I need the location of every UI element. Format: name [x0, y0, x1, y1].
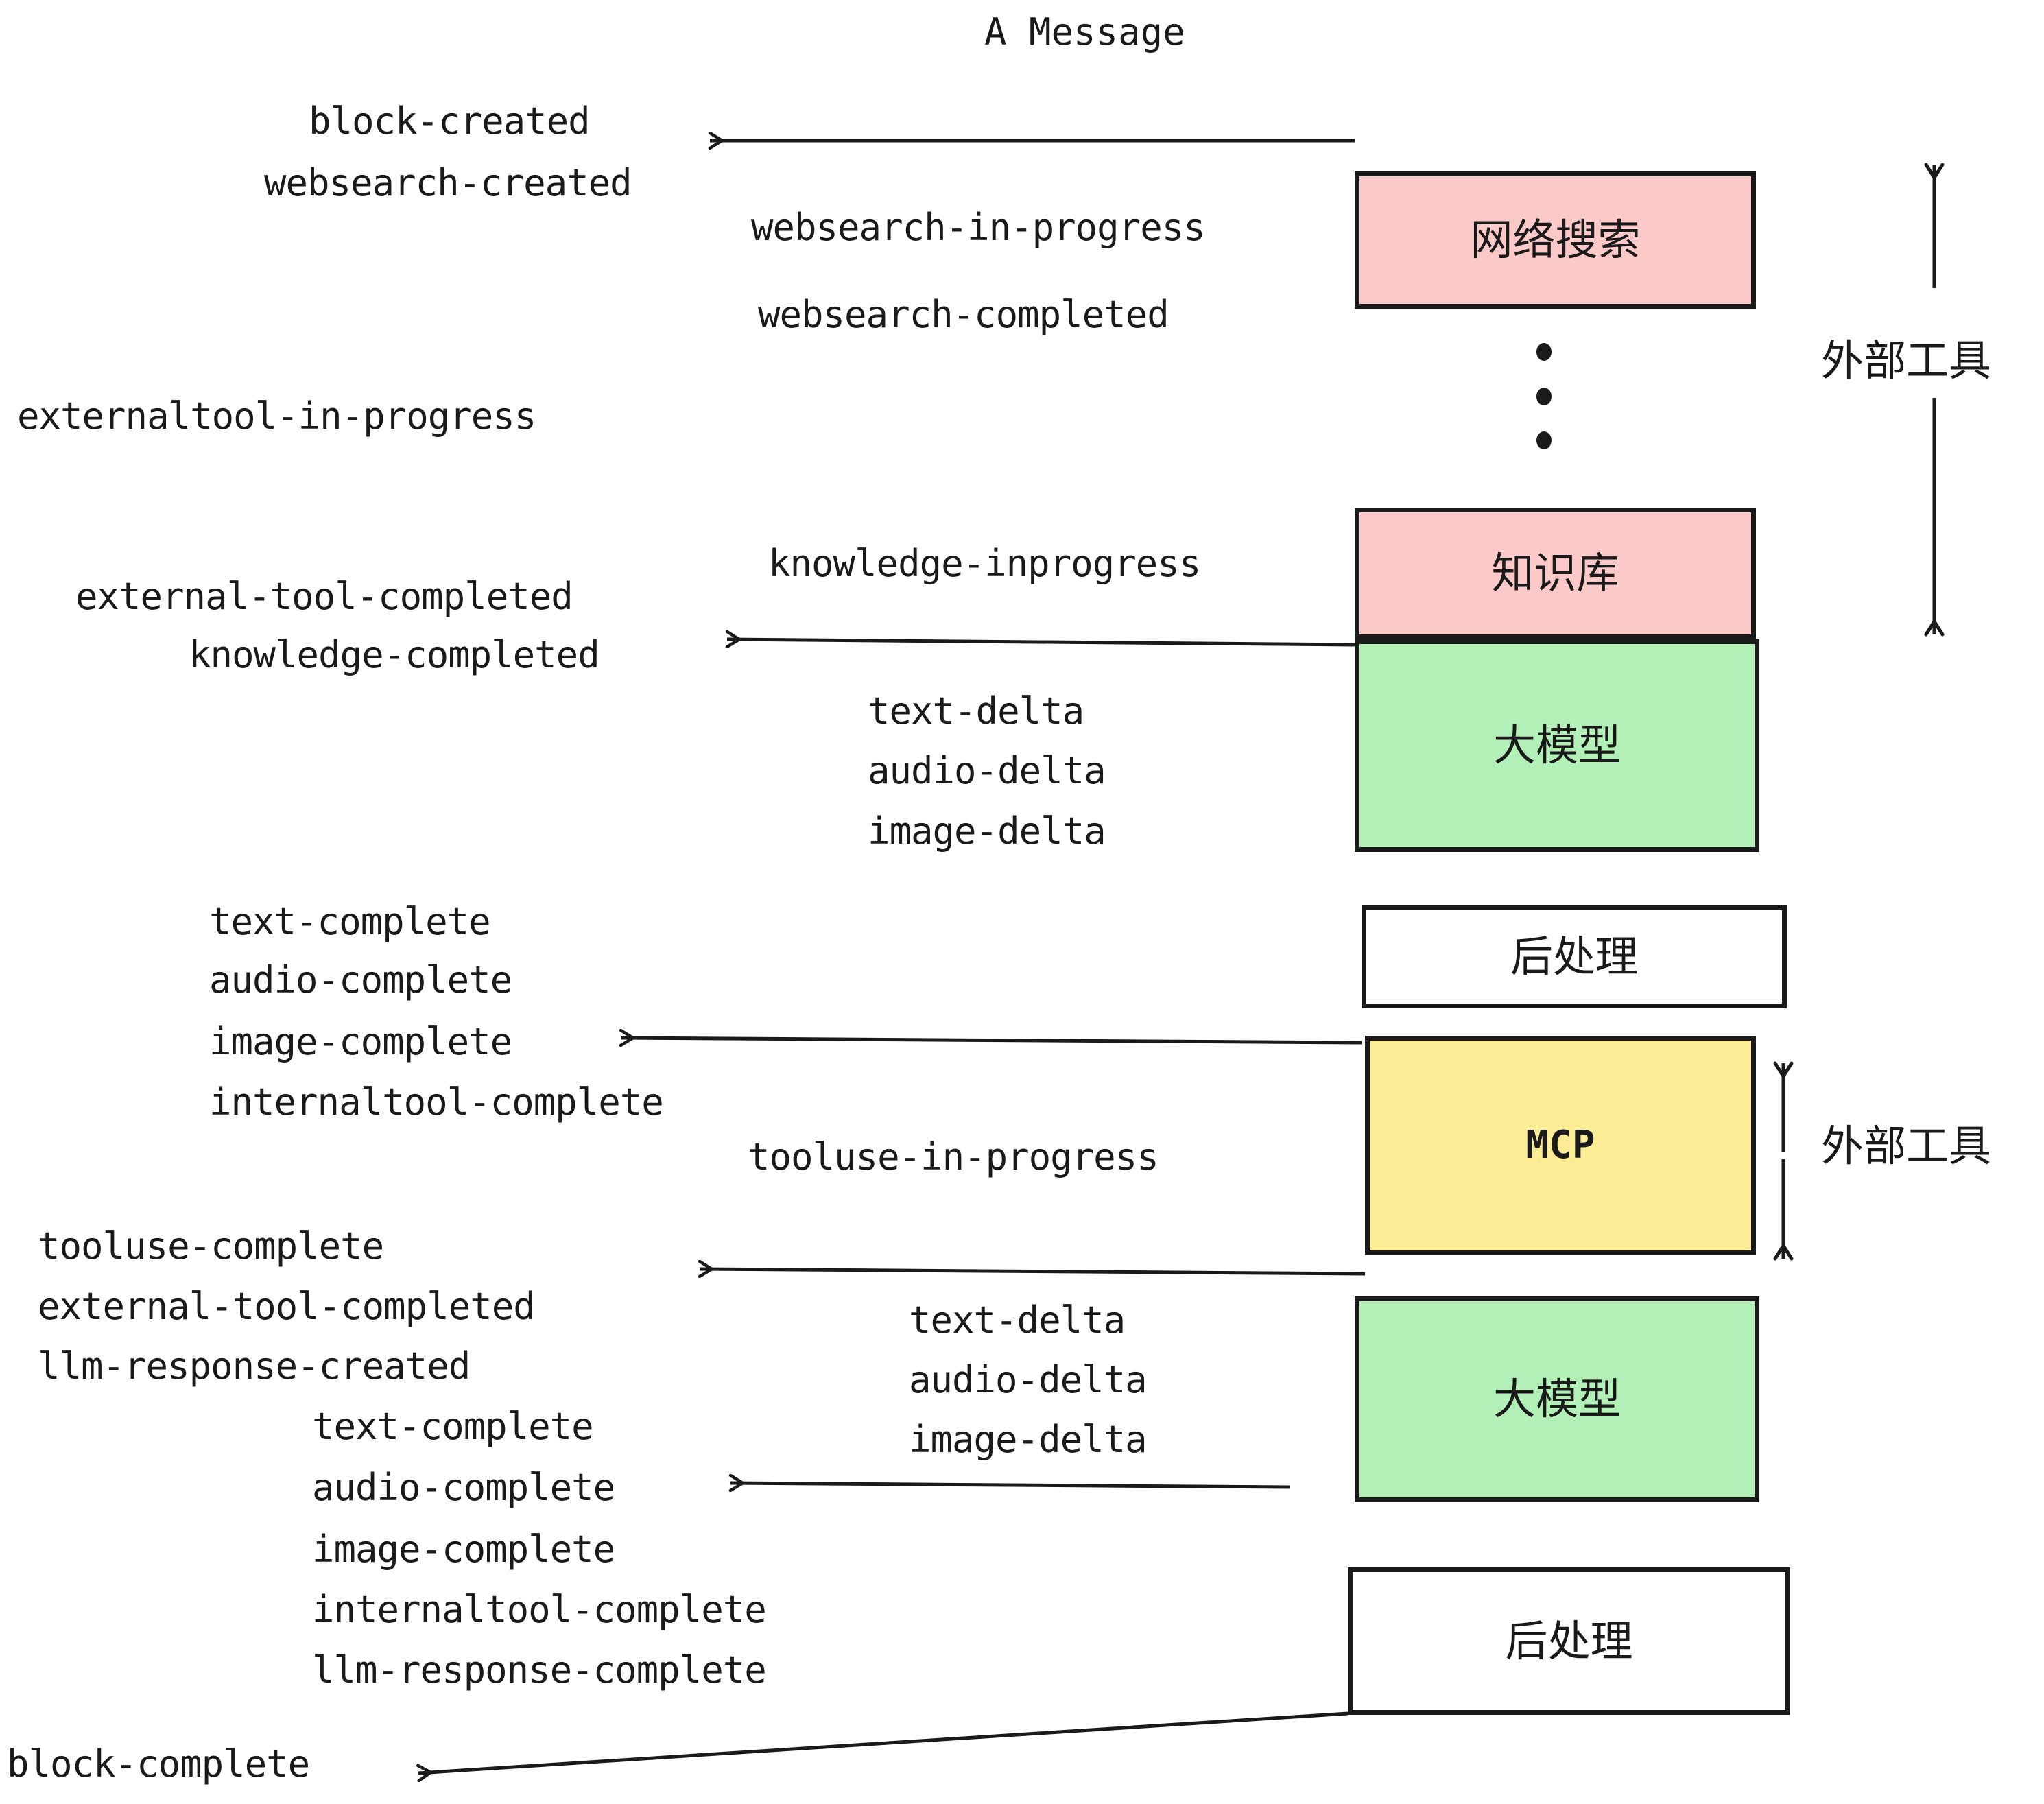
event-label-llm-response-complete: llm-response-complete	[312, 1648, 767, 1692]
event-label-image-complete-1: image-complete	[209, 1020, 512, 1063]
event-label-knowledge-inprogress: knowledge-inprogress	[768, 542, 1201, 585]
arrow-tooluse-complete	[700, 1269, 1366, 1274]
event-label-websearch-created: websearch-created	[264, 161, 632, 204]
node-box-llm-2: 大模型	[1355, 1296, 1759, 1502]
event-label-audio-delta-2: audio-delta	[909, 1358, 1148, 1401]
node-box-knowledge: 知识库	[1355, 508, 1756, 639]
ellipsis-dot	[1536, 343, 1552, 361]
event-label-text-complete-2: text-complete	[312, 1405, 594, 1448]
arrow-block-complete	[418, 1711, 1348, 1773]
event-label-block-created: block-created	[309, 99, 591, 143]
flow-arrow-group	[418, 141, 1366, 1773]
node-label-llm-2: 大模型	[1493, 1374, 1621, 1424]
arrow-knowledge-done	[727, 639, 1355, 645]
arrow-audio-complete	[730, 1483, 1290, 1487]
event-label-image-delta-2: image-delta	[909, 1418, 1148, 1461]
node-label-mcp: MCP	[1525, 1123, 1595, 1167]
page-title: A Message	[984, 10, 1185, 54]
node-label-llm-1: 大模型	[1493, 720, 1621, 770]
event-label-audio-complete-2: audio-complete	[312, 1466, 615, 1509]
event-label-image-delta-1: image-delta	[868, 809, 1106, 853]
node-label-postprocess-2: 后处理	[1505, 1615, 1633, 1666]
event-label-knowledge-completed: knowledge-completed	[189, 633, 600, 676]
node-box-websearch: 网络搜索	[1355, 171, 1756, 309]
event-label-image-complete-2: image-complete	[312, 1528, 615, 1571]
node-label-websearch: 网络搜索	[1470, 215, 1641, 265]
event-label-external-tool-completed-2: external-tool-completed	[38, 1285, 536, 1328]
event-label-externaltool-in-progress: externaltool-in-progress	[17, 394, 536, 438]
group-label-external-tool-bottom: 外部工具	[1821, 1121, 1992, 1171]
group-label-external-tool-top: 外部工具	[1821, 335, 1992, 385]
node-box-llm-1: 大模型	[1355, 639, 1759, 852]
event-label-tooluse-complete: tooluse-complete	[38, 1224, 384, 1268]
event-label-text-delta-2: text-delta	[909, 1298, 1126, 1342]
vertical-ellipsis-icon	[1536, 343, 1552, 449]
event-label-internaltool-complete-2: internaltool-complete	[312, 1588, 767, 1631]
node-label-knowledge: 知识库	[1491, 548, 1619, 598]
ellipsis-dot	[1536, 387, 1552, 405]
node-label-postprocess-1: 后处理	[1510, 931, 1638, 982]
event-label-websearch-completed: websearch-completed	[758, 293, 1169, 336]
event-label-audio-delta-1: audio-delta	[868, 749, 1106, 792]
arrow-image-complete	[621, 1038, 1362, 1043]
event-label-tooluse-in-progress: tooluse-in-progress	[748, 1135, 1159, 1178]
event-label-websearch-in-progress: websearch-in-progress	[751, 206, 1206, 249]
event-label-external-tool-completed-1: external-tool-completed	[75, 575, 573, 618]
node-box-postprocess-1: 后处理	[1362, 905, 1787, 1008]
event-label-text-complete-1: text-complete	[209, 900, 491, 943]
event-label-internaltool-complete-1: internaltool-complete	[209, 1080, 664, 1124]
event-label-block-complete: block-complete	[7, 1742, 310, 1785]
ellipsis-dot	[1536, 431, 1552, 449]
event-label-text-delta-1: text-delta	[868, 689, 1084, 733]
event-label-audio-complete-1: audio-complete	[209, 958, 512, 1001]
external-tool-arrow-group	[1773, 163, 1945, 1261]
event-label-llm-response-created: llm-response-created	[38, 1344, 471, 1388]
node-box-postprocess-2: 后处理	[1348, 1567, 1790, 1715]
node-box-mcp: MCP	[1365, 1036, 1756, 1255]
